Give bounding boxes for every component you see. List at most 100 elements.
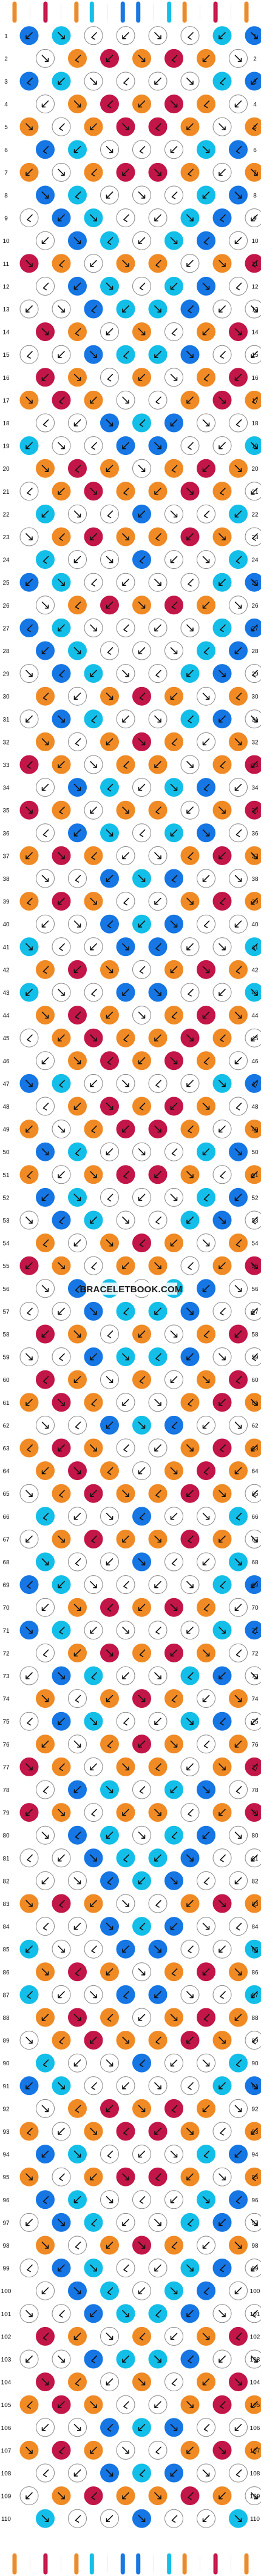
knot <box>19 1621 39 1640</box>
knot-arrow-icon <box>234 647 242 654</box>
knot-arrow-icon <box>75 191 81 199</box>
knot <box>164 869 183 888</box>
knot-arrow-icon <box>90 1627 97 1634</box>
knot <box>132 686 151 706</box>
knot-arrow-icon <box>170 783 178 791</box>
knot-arrow-icon <box>25 943 33 951</box>
knot <box>116 1028 135 1047</box>
knot <box>52 573 71 592</box>
knot-arrow-icon <box>202 875 210 882</box>
knot-arrow-icon <box>42 966 49 974</box>
knot <box>84 1256 103 1275</box>
knot <box>19 1894 39 1913</box>
knot <box>84 71 103 91</box>
knot <box>132 1097 151 1116</box>
knot <box>212 527 232 546</box>
knot <box>84 1484 103 1503</box>
knot-arrow-icon <box>251 852 258 860</box>
knot-arrow-icon <box>186 1490 194 1497</box>
knot <box>36 550 55 569</box>
knot <box>197 2236 215 2255</box>
knot-arrow-icon <box>154 1581 161 1588</box>
knot <box>212 1803 232 1822</box>
knot-circle <box>245 1438 261 1458</box>
row-number-left: 84 <box>2 1924 10 1931</box>
knot <box>116 1438 135 1458</box>
knot <box>100 1552 119 1572</box>
knot <box>36 185 55 205</box>
knot-arrow-icon <box>202 1649 210 1657</box>
knot-arrow-icon <box>170 1604 178 1611</box>
knot <box>116 1621 135 1640</box>
knot <box>52 1894 71 1913</box>
knot <box>148 2167 168 2186</box>
knot-arrow-icon <box>155 1490 161 1498</box>
knot-grid-layer <box>19 26 261 2528</box>
knot-arrow-icon <box>155 806 161 814</box>
knot <box>180 1894 200 1913</box>
knot <box>212 2167 232 2186</box>
knot-arrow-icon <box>219 1080 226 1087</box>
knot <box>212 1256 232 1275</box>
knot-arrow-icon <box>155 533 161 541</box>
knot <box>164 1734 183 1754</box>
knot-arrow-icon <box>41 1558 49 1565</box>
row-number-right: 94 <box>251 2152 259 2159</box>
knot-arrow-icon <box>25 1353 33 1361</box>
knot <box>52 2395 71 2414</box>
knot-arrow-icon <box>139 282 146 291</box>
knot <box>132 823 151 843</box>
knot <box>100 95 119 114</box>
row-number-right: 48 <box>251 1104 259 1110</box>
row-number-right: 83 <box>251 1901 259 1908</box>
knot <box>68 641 87 660</box>
row-number-left: 1 <box>4 33 8 40</box>
knot <box>164 1142 183 1161</box>
row-number-right: 109 <box>250 2494 260 2500</box>
knot <box>116 162 135 182</box>
knot-arrow-icon <box>219 1217 226 1224</box>
knot-arrow-icon <box>91 579 97 586</box>
knot-arrow-icon <box>186 1718 194 1725</box>
knot <box>197 1233 215 1253</box>
knot-arrow-icon <box>252 1080 258 1088</box>
row-number-left: 65 <box>2 1491 10 1498</box>
knot <box>148 208 168 228</box>
knot <box>197 2509 215 2528</box>
knot <box>212 1575 232 1595</box>
knot <box>100 1643 119 1662</box>
knot-arrow-icon <box>219 168 226 176</box>
knot <box>52 1803 71 1822</box>
knot <box>148 2440 168 2460</box>
knot-arrow-icon <box>75 1558 81 1566</box>
knot-arrow-icon <box>219 1627 226 1634</box>
row-number-left: 79 <box>2 1810 10 1817</box>
knot <box>180 2167 200 2186</box>
knot-arrow-icon <box>58 1307 65 1315</box>
knot <box>229 1825 248 1845</box>
knot-arrow-icon <box>219 1535 226 1543</box>
knot <box>68 1962 87 1982</box>
knot-arrow-icon <box>138 328 146 336</box>
knot-arrow-icon <box>73 510 81 518</box>
knot-arrow-icon <box>202 966 210 974</box>
knot-arrow-icon <box>25 396 33 404</box>
knot-arrow-icon <box>202 1239 210 1247</box>
knot <box>197 2099 215 2118</box>
knot-arrow-icon <box>106 738 114 746</box>
knot-circle <box>245 345 261 364</box>
knot-arrow-icon <box>186 943 194 951</box>
knot <box>116 1347 135 1367</box>
row-number-right: 62 <box>251 1422 259 1429</box>
knot-arrow-icon <box>27 1718 33 1725</box>
knot-arrow-icon <box>202 1513 210 1520</box>
row-number-right: 8 <box>253 193 257 199</box>
knot-arrow-icon <box>203 647 210 655</box>
knot-arrow-icon <box>234 191 242 199</box>
knot <box>132 914 151 934</box>
knot-circle <box>245 1711 261 1731</box>
knot <box>84 26 103 45</box>
knot-arrow-icon <box>27 78 33 85</box>
knot-arrow-icon <box>138 1741 146 1748</box>
knot <box>68 1051 87 1071</box>
